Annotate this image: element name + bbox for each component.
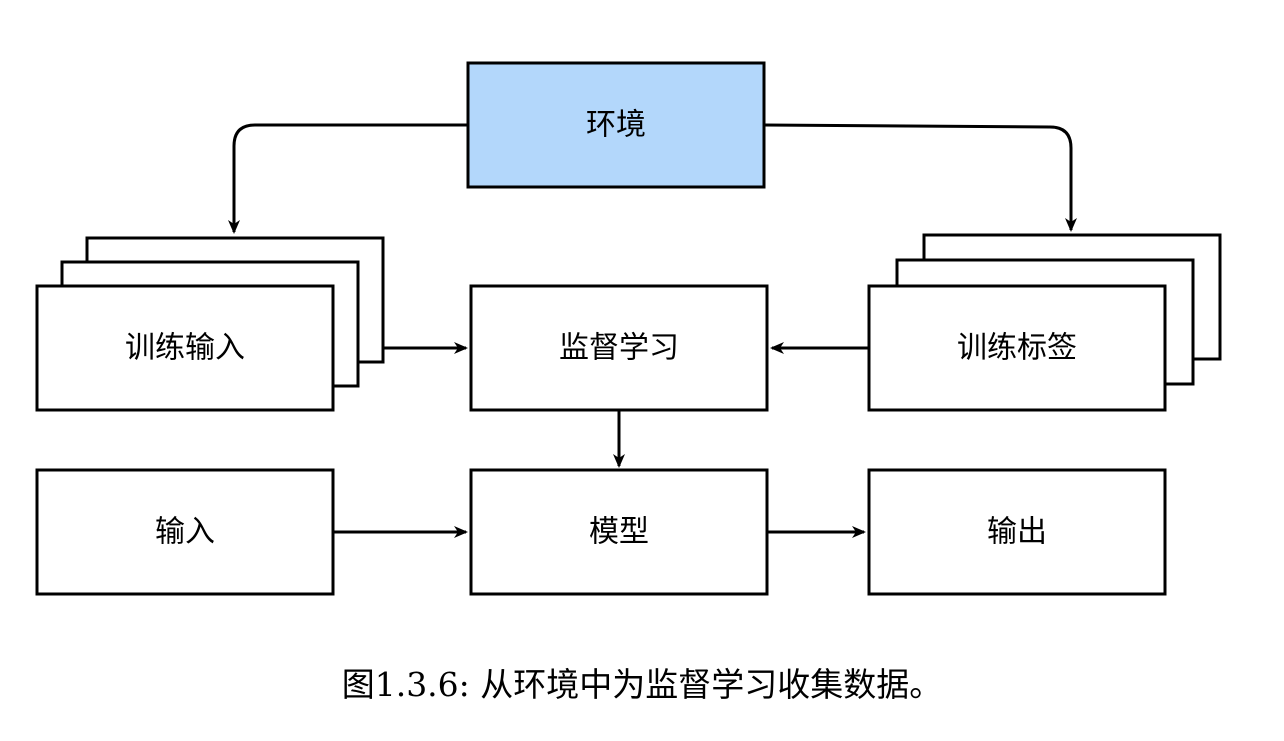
node-input: 输入 xyxy=(35,468,335,596)
figure-caption: 图1.3.6: 从环境中为监督学习收集数据。 xyxy=(341,665,943,704)
model-label: 模型 xyxy=(589,515,649,550)
node-supervised-learning: 监督学习 xyxy=(469,284,769,412)
supervised-learning-label: 监督学习 xyxy=(559,331,679,366)
environment-label: 环境 xyxy=(586,108,646,143)
node-training-input: 训练输入 xyxy=(35,236,385,412)
output-label: 输出 xyxy=(987,515,1047,550)
node-output: 输出 xyxy=(867,468,1167,596)
output-box xyxy=(867,468,1167,596)
input-label: 输入 xyxy=(155,515,215,550)
arrow-environment-to-training-input xyxy=(228,123,468,234)
training-input-label: 训练输入 xyxy=(125,331,245,366)
model-box xyxy=(469,468,769,596)
node-model: 模型 xyxy=(469,468,769,596)
node-environment: 环境 xyxy=(466,61,766,189)
input-box xyxy=(35,468,335,596)
arrow-environment-to-training-labels xyxy=(763,123,1077,232)
node-training-labels: 训练标签 xyxy=(867,233,1222,412)
environment-box xyxy=(466,61,766,189)
training-input-box xyxy=(35,284,335,412)
training-labels-label: 训练标签 xyxy=(957,331,1077,366)
